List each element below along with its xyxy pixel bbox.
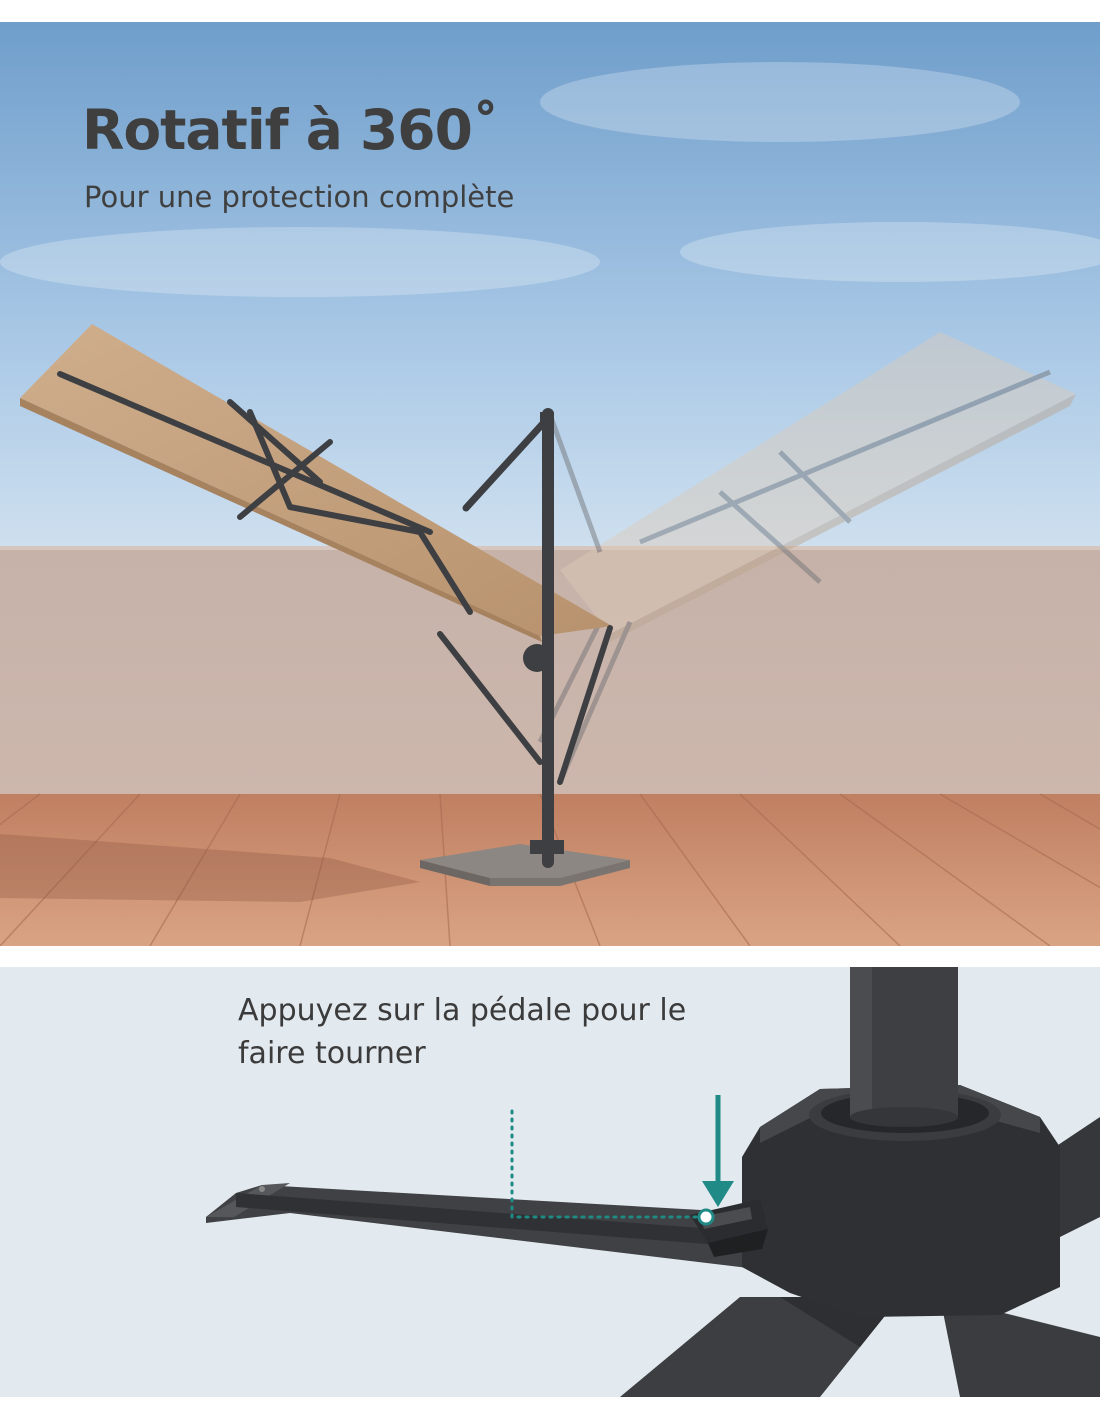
umbrella-pole [462,408,554,868]
rotation-scene: Rotatif à 360˚ Pour une protection compl… [0,22,1100,946]
pedal-instruction: Appuyez sur la pédale pour le faire tour… [238,993,687,1071]
umbrella-canopy [20,324,613,785]
down-arrow-icon [702,1095,734,1207]
rotation-pedal [690,1199,768,1257]
rotated-umbrella-ghost [537,332,1076,784]
base-pedal-illustration [206,967,1100,1397]
vertical-pole [850,967,958,1127]
page-title: Rotatif à 360˚ [82,98,499,162]
page-subtitle: Pour une protection complète [84,180,515,214]
umbrella-scene-illustration [0,22,1100,946]
pedal-detail: Appuyez sur la pédale pour le faire tour… [0,967,1100,1397]
dotted-guide-line [510,1109,702,1219]
base-weights [420,840,630,886]
guide-endpoint-marker [697,1208,715,1226]
clouds [0,62,1100,297]
